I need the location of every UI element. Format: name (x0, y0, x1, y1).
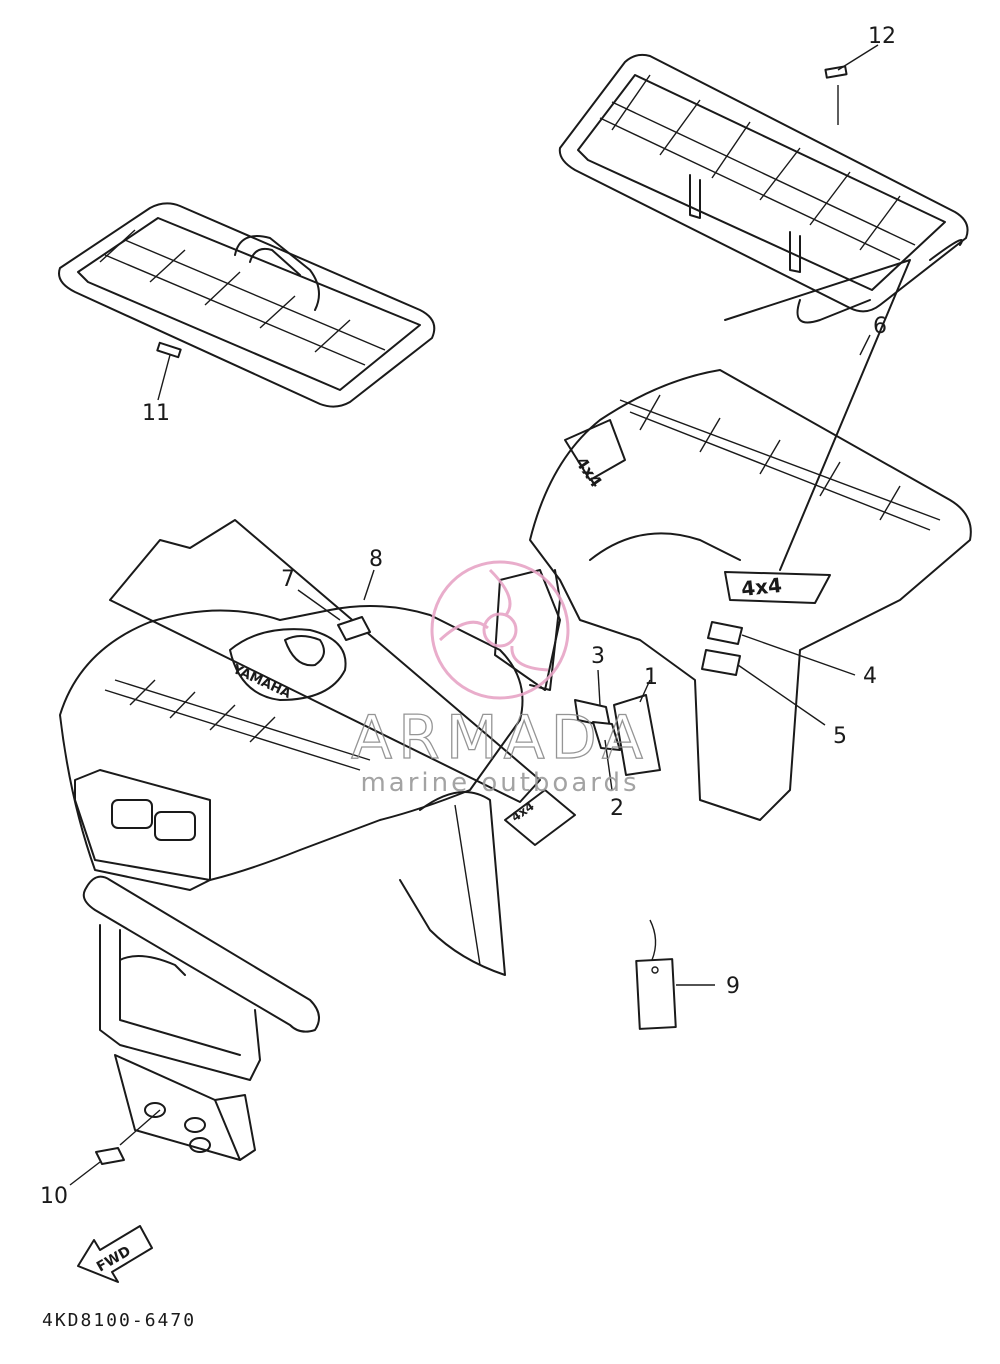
front-carrier (58, 202, 436, 408)
callout-7: 7 (281, 567, 295, 592)
watermark-brand: ARMADA (351, 703, 649, 773)
front-fender: YAMAHA (59, 605, 524, 976)
callout-11: 11 (142, 401, 170, 426)
callout-numbers: 1 2 3 4 5 6 7 8 9 10 11 12 (40, 24, 896, 1209)
callout-10: 10 (40, 1184, 68, 1209)
callout-1: 1 (644, 665, 658, 690)
front-guard (82, 875, 320, 1165)
decal-4x4-rear: 4x4 (740, 573, 783, 601)
hang-tag-9 (635, 919, 677, 1030)
callout-6: 6 (873, 314, 887, 339)
yamaha-tank-decal: YAMAHA (229, 662, 293, 702)
callout-8: 8 (369, 547, 383, 572)
armada-logo-icon (430, 560, 570, 700)
watermark-tagline: marine outboards (360, 768, 639, 798)
callout-2: 2 (610, 796, 624, 821)
armada-watermark: ARMADA marine outboards (350, 560, 649, 798)
rear-carrier (558, 53, 969, 324)
warning-labels-1-3 (574, 694, 661, 776)
fwd-arrow: FWD (77, 1225, 153, 1283)
leader-lines (69, 44, 879, 1186)
diagram-part-code: 4KD8100-6470 (42, 1310, 196, 1331)
callout-3: 3 (591, 644, 605, 669)
decal-sheet-8: 4x4 (109, 519, 576, 846)
callout-5: 5 (833, 724, 847, 749)
callout-12: 12 (868, 24, 896, 49)
callout-4: 4 (863, 664, 877, 689)
callout-9: 9 (726, 974, 740, 999)
